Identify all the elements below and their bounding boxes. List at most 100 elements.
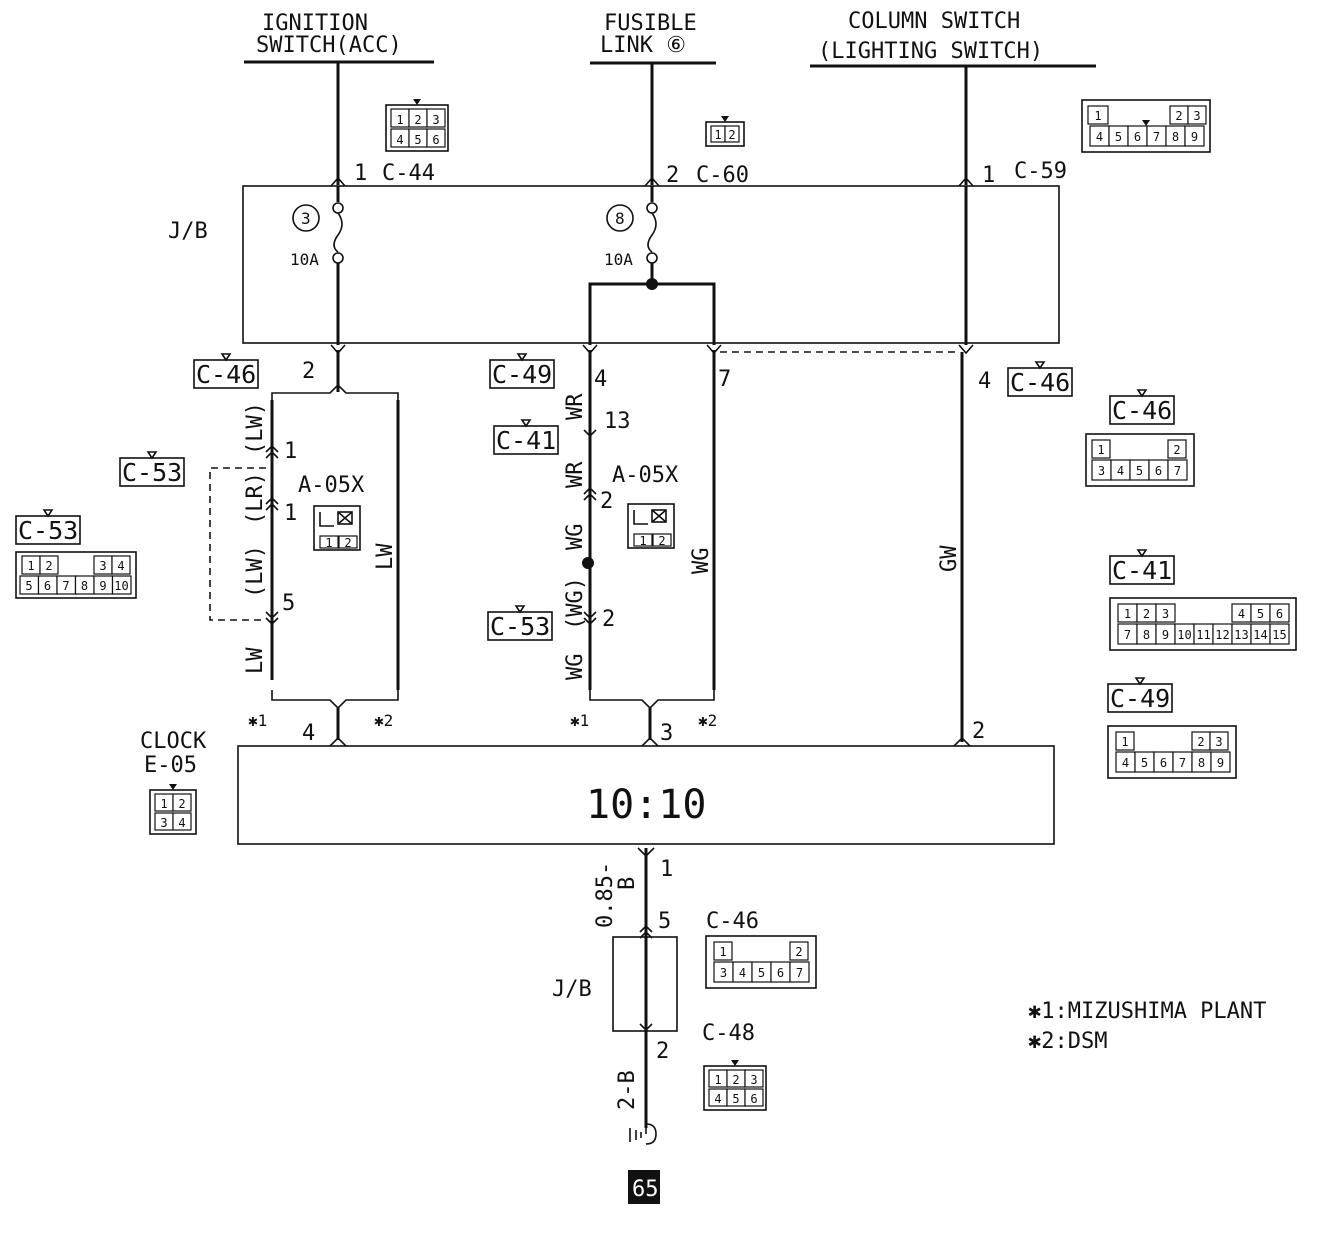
- svg-text:WR: WR: [563, 461, 588, 488]
- svg-text:C-41: C-41: [1112, 556, 1172, 585]
- svg-text:15: 15: [1272, 628, 1286, 642]
- svg-text:2: 2: [656, 1039, 669, 1064]
- svg-text:7: 7: [62, 579, 69, 593]
- svg-text:✱1: ✱1: [570, 711, 589, 730]
- column-switch-label: COLUMN SWITCH (LIGHTING SWITCH): [810, 9, 1096, 68]
- svg-text:2: 2: [1175, 109, 1182, 123]
- svg-text:3: 3: [720, 966, 727, 980]
- svg-text:5: 5: [658, 909, 671, 934]
- svg-text:✱1:MIZUSHIMA PLANT: ✱1:MIZUSHIMA PLANT: [1028, 999, 1266, 1024]
- pin-number: 1: [639, 534, 646, 548]
- svg-text:C-46: C-46: [1112, 396, 1172, 425]
- svg-text:C-49: C-49: [1110, 684, 1170, 713]
- pin-number: 2: [178, 797, 185, 811]
- right-branch: GW 2: [937, 352, 985, 747]
- svg-text:2: 2: [666, 163, 679, 188]
- svg-text:✱2:DSM: ✱2:DSM: [1028, 1029, 1107, 1054]
- pin-number: 6: [432, 133, 439, 147]
- svg-text:✱2: ✱2: [698, 711, 717, 730]
- clock-code: E-05: [144, 753, 197, 778]
- jb-label: J/B: [168, 219, 208, 244]
- svg-text:10: 10: [114, 579, 128, 593]
- svg-text:7: 7: [1153, 130, 1160, 144]
- svg-text:4: 4: [594, 367, 607, 392]
- pin-number: 1: [714, 1073, 721, 1087]
- footnotes: ✱1:MIZUSHIMA PLANT ✱2:DSM: [1028, 999, 1266, 1054]
- svg-text:2: 2: [602, 607, 615, 632]
- svg-text:6: 6: [1276, 607, 1283, 621]
- svg-text:9: 9: [1217, 756, 1224, 770]
- svg-text:9: 9: [99, 579, 106, 593]
- svg-text:✱1: ✱1: [248, 711, 267, 730]
- svg-text:C-49: C-49: [492, 360, 552, 389]
- svg-text:2: 2: [1197, 735, 1204, 749]
- svg-text:9: 9: [1162, 628, 1169, 642]
- pin-markers-top: 1 C-44 2 C-60 1 C-59: [330, 159, 1067, 188]
- svg-text:6: 6: [1155, 464, 1162, 478]
- pin-number: 3: [160, 816, 167, 830]
- svg-text:4: 4: [1096, 130, 1103, 144]
- svg-text:A-05X: A-05X: [298, 473, 365, 498]
- svg-text:6: 6: [1134, 130, 1141, 144]
- svg-text:WR: WR: [563, 393, 588, 420]
- svg-text:5: 5: [1115, 130, 1122, 144]
- svg-text:LW: LW: [243, 647, 268, 674]
- svg-text:8: 8: [81, 579, 88, 593]
- svg-text:1: 1: [982, 163, 995, 188]
- pin-number: 3: [750, 1073, 757, 1087]
- svg-text:7: 7: [1174, 464, 1181, 478]
- pin-number: 1: [396, 113, 403, 127]
- svg-text:4: 4: [1238, 607, 1245, 621]
- svg-text:C-46: C-46: [706, 909, 759, 934]
- a05x-icon-left: [313, 505, 361, 551]
- left-branch: (LW) 1 (LR) 1 (LW) 5 LW LW A-05X ✱1 ✱2 4: [209, 383, 400, 747]
- svg-text:13: 13: [604, 409, 631, 434]
- pin-number: 1: [714, 128, 721, 142]
- svg-text:4: 4: [1122, 756, 1129, 770]
- pin-number: 2: [658, 534, 665, 548]
- svg-text:6: 6: [44, 579, 51, 593]
- svg-text:4: 4: [978, 369, 991, 394]
- svg-text:C-46: C-46: [196, 360, 256, 389]
- svg-text:(LW): (LW): [243, 402, 268, 455]
- svg-text:(WG): (WG): [563, 577, 588, 630]
- svg-text:J/B: J/B: [552, 977, 592, 1002]
- svg-text:7: 7: [1179, 756, 1186, 770]
- svg-text:3: 3: [1162, 607, 1169, 621]
- pin-number: 2: [732, 1073, 739, 1087]
- svg-text:SWITCH(ACC): SWITCH(ACC): [256, 33, 402, 58]
- middle-branch: WR 13 WR A-05X 2 WG (WG) 2 WG WG ✱1 ✱2 3: [563, 350, 717, 747]
- fusible-link-label: FUSIBLE LINK ⑥: [590, 11, 716, 65]
- svg-text:12: 12: [1215, 628, 1229, 642]
- svg-text:5: 5: [1141, 756, 1148, 770]
- svg-text:C-41: C-41: [496, 426, 556, 455]
- svg-text:C-60: C-60: [696, 163, 749, 188]
- svg-text:WG: WG: [689, 548, 714, 575]
- svg-text:2: 2: [600, 489, 613, 514]
- svg-text:2-B: 2-B: [615, 1070, 640, 1110]
- pin-number: 6: [750, 1092, 757, 1106]
- svg-text:4: 4: [117, 559, 124, 573]
- svg-text:11: 11: [1196, 628, 1210, 642]
- a05x-icon-mid: [627, 503, 675, 549]
- ground-branch: 1 0.85- B 5 C-46 J/B 2 C-48 2-B 65: [552, 847, 759, 1204]
- svg-text:WG: WG: [563, 524, 588, 551]
- svg-text:5: 5: [1257, 607, 1264, 621]
- svg-text:4: 4: [1117, 464, 1124, 478]
- svg-text:1: 1: [1094, 109, 1101, 123]
- svg-text:10A: 10A: [290, 250, 319, 269]
- svg-text:2: 2: [45, 559, 52, 573]
- pin-number: 5: [732, 1092, 739, 1106]
- svg-text:5: 5: [25, 579, 32, 593]
- svg-text:C-48: C-48: [702, 1021, 755, 1046]
- svg-text:1: 1: [1121, 735, 1128, 749]
- svg-text:4: 4: [739, 966, 746, 980]
